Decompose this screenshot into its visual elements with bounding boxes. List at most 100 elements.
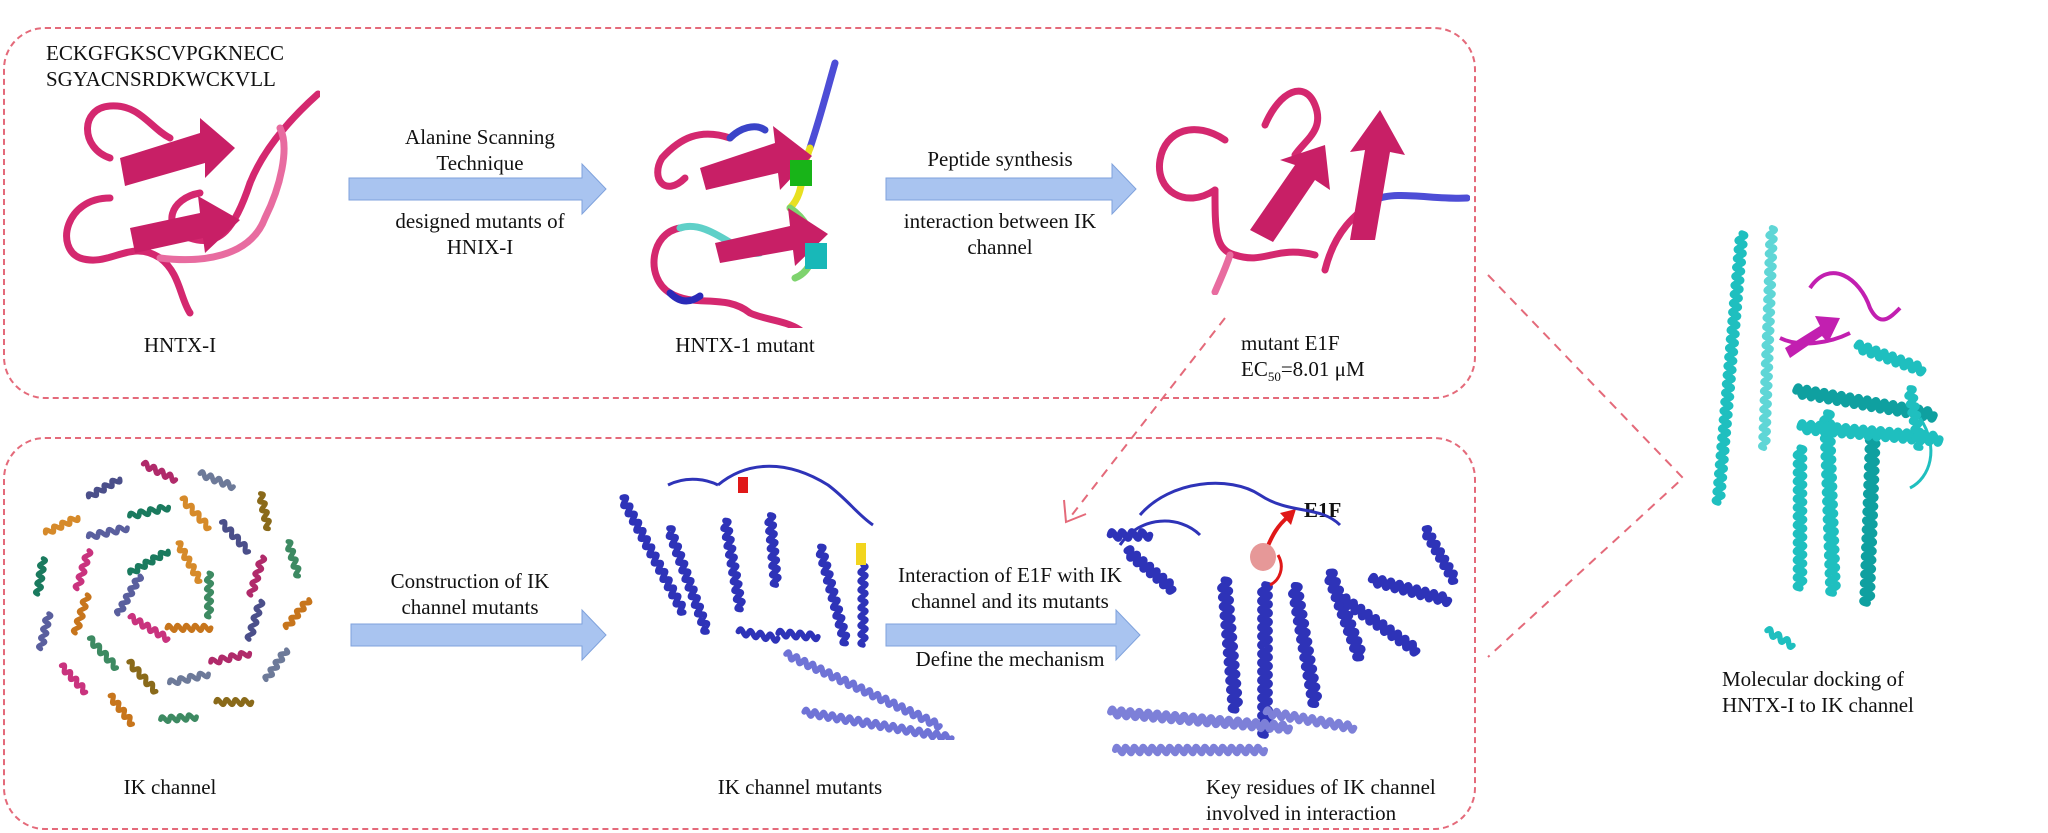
helix xyxy=(1792,444,1808,592)
sequence-line: SGYACNSRDKWCKVLL xyxy=(46,67,276,91)
loop xyxy=(1138,481,1342,527)
loop xyxy=(1779,331,1851,346)
helix xyxy=(126,658,159,695)
helix xyxy=(735,626,781,644)
ec50-value: EC50=8.01 μM xyxy=(1241,357,1365,385)
helix xyxy=(1288,582,1322,708)
mutation-site xyxy=(856,543,866,565)
arrow1-top-label: Alanine Scanning Technique xyxy=(405,125,555,175)
e1f-residue-sphere xyxy=(1250,543,1276,571)
helix xyxy=(1758,225,1778,451)
loop xyxy=(667,477,719,487)
helix xyxy=(720,517,746,613)
helix xyxy=(71,592,92,636)
arrow-alanine-scanning xyxy=(348,162,607,216)
docking-label: Molecular docking of HNTX-I to IK channe… xyxy=(1722,667,1914,717)
helix xyxy=(86,635,120,671)
helix xyxy=(213,697,255,708)
ik-channel-mutants-structure xyxy=(619,464,955,740)
beta-strand xyxy=(120,118,235,186)
dashed-chevron xyxy=(1487,274,1685,658)
helix xyxy=(1324,568,1366,662)
arrow2-bottom-label: interaction between IK channel xyxy=(903,209,1097,259)
helix xyxy=(1217,576,1243,714)
helix xyxy=(158,712,199,724)
arrow-construction xyxy=(350,608,607,662)
loop xyxy=(1808,271,1902,322)
hntx-1-mutant-structure xyxy=(650,59,839,328)
key-residues-label: Key residues of IK channel involved in i… xyxy=(1206,775,1436,825)
loop xyxy=(1118,519,1202,546)
helix xyxy=(179,495,212,532)
arrow-peptide-synthesis xyxy=(885,162,1137,216)
sequence-line: ECKGFGKSCVPGKNECC xyxy=(46,41,285,65)
ik-channel-label: IK channel xyxy=(123,775,217,799)
mutant-e1f-structure xyxy=(1155,87,1470,295)
helix xyxy=(783,649,943,731)
ik-channel-mutants-label: IK channel mutants xyxy=(717,775,883,799)
arrow1-bottom-label: designed mutants of HNIX-I xyxy=(395,209,565,259)
arrow3-top-label: Construction of IK channel mutants xyxy=(390,569,550,619)
helix xyxy=(58,662,89,696)
helix xyxy=(164,622,214,633)
helix xyxy=(1904,385,1926,451)
helix xyxy=(1421,525,1459,585)
helix xyxy=(665,525,711,635)
helix xyxy=(257,491,272,532)
dashed-link-arrowhead xyxy=(1063,499,1087,524)
beta-strand xyxy=(1785,316,1840,358)
helix xyxy=(218,519,252,555)
docking-structure xyxy=(1711,225,1944,650)
helix xyxy=(1764,626,1796,650)
helix xyxy=(114,573,144,617)
helix xyxy=(208,650,253,666)
bottom-panel-frame xyxy=(3,437,1476,830)
helix xyxy=(33,556,48,597)
helix xyxy=(1853,339,1927,377)
hntx-1-mutant-label: HNTX-1 mutant xyxy=(675,333,815,357)
helix xyxy=(127,612,171,643)
sequence-text: ECKGFGKSCVPGKNECC SGYACNSRDKWCKVLL xyxy=(46,40,284,92)
helix xyxy=(36,611,54,652)
beta-strand xyxy=(130,196,240,253)
beta-strand xyxy=(700,126,812,190)
helix xyxy=(1819,409,1841,597)
arrow2-top-label: Peptide synthesis xyxy=(927,147,1073,171)
helix xyxy=(203,570,215,620)
helix xyxy=(1859,429,1881,607)
helix xyxy=(127,548,171,576)
helix xyxy=(1367,573,1453,607)
helix xyxy=(1123,545,1177,595)
e1f-arrowhead-icon xyxy=(1280,509,1296,525)
mutated-residue xyxy=(805,243,827,269)
helix xyxy=(775,627,821,643)
mutant-e1f-name: mutant E1F xyxy=(1241,331,1340,355)
helix xyxy=(85,476,123,500)
helix xyxy=(619,494,687,616)
helix xyxy=(1339,593,1421,657)
helix xyxy=(244,598,266,642)
arrow4-top-label: Interaction of E1F with IK channel and i… xyxy=(898,563,1122,613)
helix xyxy=(107,692,135,728)
loop xyxy=(1269,554,1283,587)
top-panel-frame xyxy=(3,27,1476,399)
mutation-site xyxy=(738,477,748,493)
helix xyxy=(857,562,869,648)
loop xyxy=(717,464,874,527)
hntx-i-structure xyxy=(63,90,320,317)
beta-strand xyxy=(1350,110,1405,240)
helix xyxy=(197,469,236,491)
helix xyxy=(262,647,291,683)
beta-strand xyxy=(715,208,828,266)
arrow-interaction xyxy=(885,608,1141,662)
helix xyxy=(1711,230,1749,506)
helix xyxy=(175,540,203,584)
helix xyxy=(246,554,267,598)
hntx-i-label: HNTX-I xyxy=(143,333,217,357)
helix xyxy=(285,539,302,579)
helix xyxy=(815,543,851,647)
arrow4-bottom-label: Define the mechanism xyxy=(915,647,1105,671)
helix xyxy=(282,597,313,631)
